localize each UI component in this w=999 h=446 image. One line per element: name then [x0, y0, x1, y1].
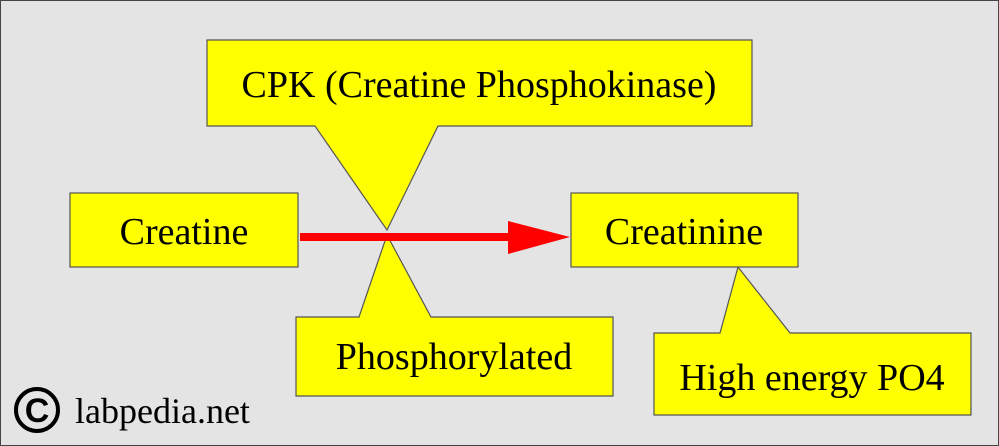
- creatinine-box: Creatinine: [570, 192, 799, 268]
- high-energy-label: High energy PO4: [679, 357, 944, 399]
- watermark-text: labpedia.net: [75, 391, 250, 431]
- copyright-c: C: [25, 392, 50, 430]
- copyright-icon: [14, 387, 60, 433]
- phosphorylated-label: Phosphorylated: [336, 336, 572, 378]
- cpk-callout: CPK (Creatine Phosphokinase): [206, 39, 753, 232]
- phosphorylated-callout: Phosphorylated: [295, 233, 614, 397]
- creatinine-label: Creatinine: [605, 211, 763, 253]
- creatine-box: Creatine: [69, 192, 299, 268]
- creatine-label: Creatine: [120, 211, 249, 253]
- reaction-arrow: [300, 221, 570, 254]
- high-energy-callout: High energy PO4: [653, 265, 972, 416]
- cpk-label: CPK (Creatine Phosphokinase): [242, 64, 717, 106]
- watermark: C labpedia.net: [14, 387, 250, 433]
